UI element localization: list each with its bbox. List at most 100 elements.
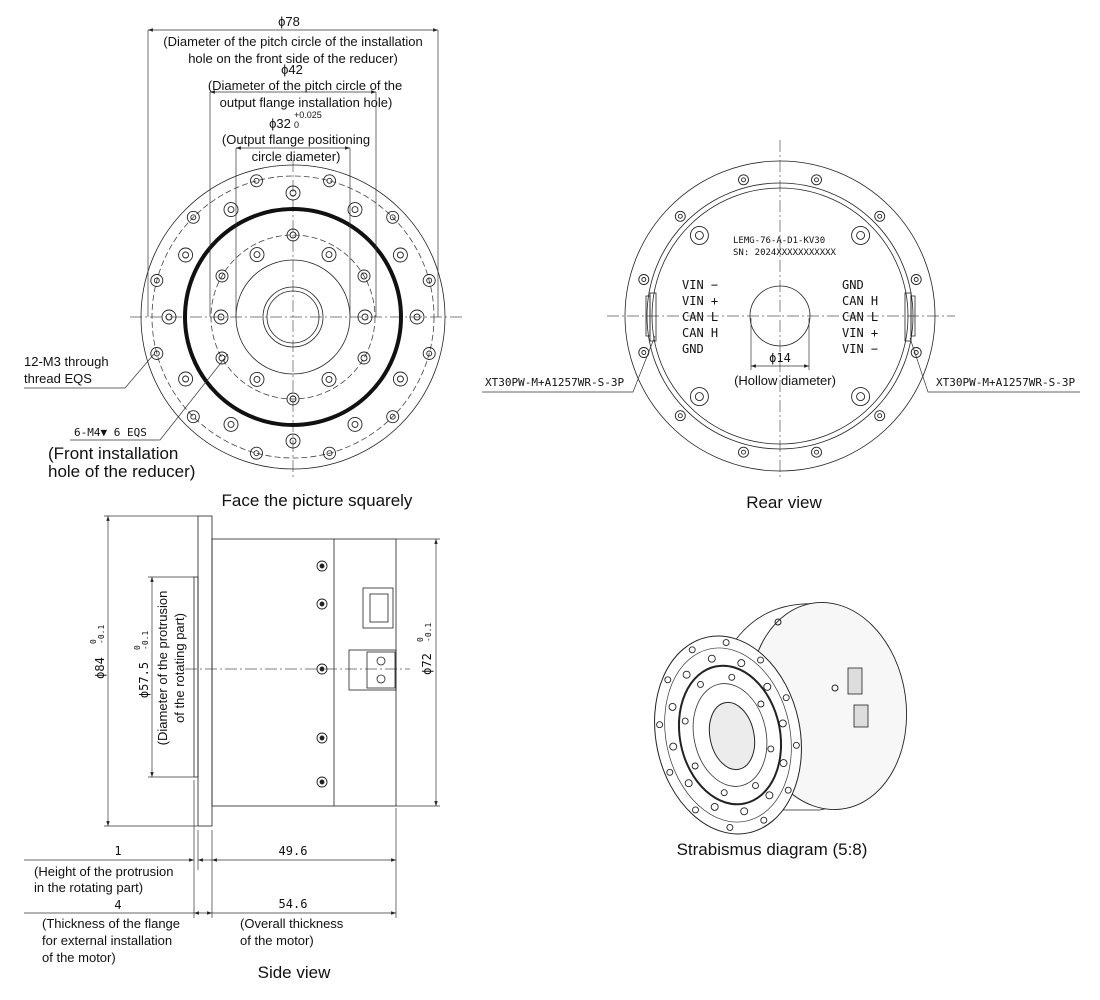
front-m3-hole-inner (153, 277, 160, 284)
front-flange-hole (213, 309, 229, 325)
rear-hollow-bore (749, 285, 811, 347)
side-screw-inner (319, 601, 325, 607)
rear-m3-hole (874, 210, 886, 222)
front-m4-hole-inner (289, 231, 297, 239)
front-m4-hole (357, 269, 371, 283)
front-m3-hole-inner (326, 450, 333, 457)
dim-78-desc-1: (Diameter of the pitch circle of the ins… (163, 34, 422, 49)
front-m3-hole-inner (153, 350, 160, 357)
iso-holes (656, 639, 800, 831)
front-bolt-hole-inner (165, 313, 173, 321)
iso-mid-hole (737, 659, 746, 668)
front-m3-hole-inner (253, 450, 260, 457)
front-m3-hole (386, 210, 400, 224)
front-m3-hole (250, 446, 263, 460)
rear-m3-hole (638, 274, 650, 285)
dim-4-desc-2: for external installation (42, 933, 172, 948)
front-m3-hole (386, 410, 400, 424)
side-screw (316, 663, 328, 675)
front-bolt-hole-inner (289, 437, 297, 445)
front-m3-hole (422, 274, 436, 287)
m4-leader (70, 353, 229, 441)
dim-54-label: 54.6 (279, 897, 308, 911)
side-screw (316, 560, 328, 572)
dim-57-desc-1: (Diameter of the protrusion (155, 591, 170, 746)
rear-m3-hole-inner (913, 350, 919, 355)
dim-32-desc-1: (Output flange positioning (222, 132, 370, 147)
rear-m3-hole-inner (814, 177, 819, 183)
iso-mid-hole (669, 742, 678, 751)
front-bolt-hole-inner (351, 206, 359, 214)
side-screw (316, 598, 328, 610)
dim-72-tol-upper: 0 (416, 637, 425, 642)
rear-m3-hole (874, 410, 886, 422)
front-m3-hole-inner (389, 214, 396, 221)
iso-mid-hole (779, 759, 788, 768)
rear-m3-hole-inner (814, 449, 819, 455)
front-m4-hole (215, 269, 229, 283)
front-flange-hole-inner (253, 251, 261, 259)
front-bolt-hole-inner (396, 251, 404, 259)
dim-4-desc-1: (Thickness of the flange (42, 916, 180, 931)
iso-mid-hole (707, 654, 716, 663)
iso-inner-hole (720, 789, 728, 797)
iso-inner-hole (681, 717, 689, 725)
rear-m3-hole (811, 174, 822, 186)
iso-mid-hole (765, 791, 774, 800)
dim-32-tol-lower: 0 (294, 120, 299, 130)
front-m3-hole (150, 274, 164, 287)
side-view-caption: Side view (258, 963, 331, 982)
rear-m3-hole (674, 410, 686, 422)
left-pin-label: GND (682, 342, 704, 356)
left-connector-leader (482, 335, 656, 393)
iso-mid-hole (740, 807, 749, 816)
front-m4-hole-inner (218, 272, 226, 280)
front-bolt-hole-inner (182, 251, 190, 259)
left-pin-label: CAN H (682, 326, 718, 340)
m4-label: 6-M4▼ 6 EQS (74, 426, 147, 439)
dim-32-desc-2: circle diameter) (252, 149, 341, 164)
iso-view-caption: Strabismus diagram (5:8) (677, 840, 868, 859)
iso-outer-hole (722, 639, 730, 647)
front-flange-hole (321, 247, 337, 263)
front-bolt-hole (223, 202, 239, 218)
iso-mid-hole (763, 682, 772, 691)
dim-84-tol: -0.1 (97, 625, 106, 644)
dim-4-desc-3: of the motor) (42, 950, 116, 965)
front-m3-hole-inner (426, 350, 433, 357)
rear-mount-hole (689, 387, 709, 407)
iso-inner-hole (767, 745, 775, 753)
front-m3-hole (250, 174, 263, 188)
front-bolt-hole (347, 416, 363, 432)
side-screw-inner (319, 563, 325, 569)
front-m3-hole (323, 446, 336, 460)
front-m3-hole-inner (326, 177, 333, 184)
side-screw (316, 776, 328, 788)
dim-42-desc-2: output flange installation hole) (220, 95, 393, 110)
rear-m3-hole-inner (913, 277, 919, 282)
rear-view-caption: Rear view (746, 493, 822, 512)
front-view: ϕ78 (Diameter of the pitch circle of the… (24, 14, 462, 510)
iso-mid-hole (710, 802, 719, 811)
dim-42-label: ϕ42 (281, 62, 303, 77)
dim-1-desc-2: in the rotating part) (34, 880, 143, 895)
iso-outer-hole (757, 656, 764, 664)
iso-outer-hole (782, 694, 790, 702)
rear-m3-hole-inner (641, 277, 647, 282)
iso-outer-hole (666, 768, 674, 776)
front-bolt-hole (223, 416, 239, 432)
rear-m3-hole-inner (741, 177, 746, 183)
front-bolt-hole-inner (182, 375, 190, 383)
iso-inner-hole (697, 680, 704, 688)
iso-connector-bottom (853, 704, 869, 728)
front-bolt-hole (347, 202, 363, 218)
rear-m3-hole-inner (677, 213, 683, 219)
dim-78-desc-2: hole on the front side of the reducer) (188, 51, 398, 66)
right-pin-label: CAN H (842, 294, 878, 308)
left-pin-label: VIN + (682, 294, 718, 308)
rear-m3-hole-inner (741, 449, 746, 455)
right-pin-label: VIN + (842, 326, 878, 340)
rear-serial-text: SN: 2024XXXXXXXXXXX (733, 248, 837, 258)
iso-connector-top (847, 667, 863, 695)
